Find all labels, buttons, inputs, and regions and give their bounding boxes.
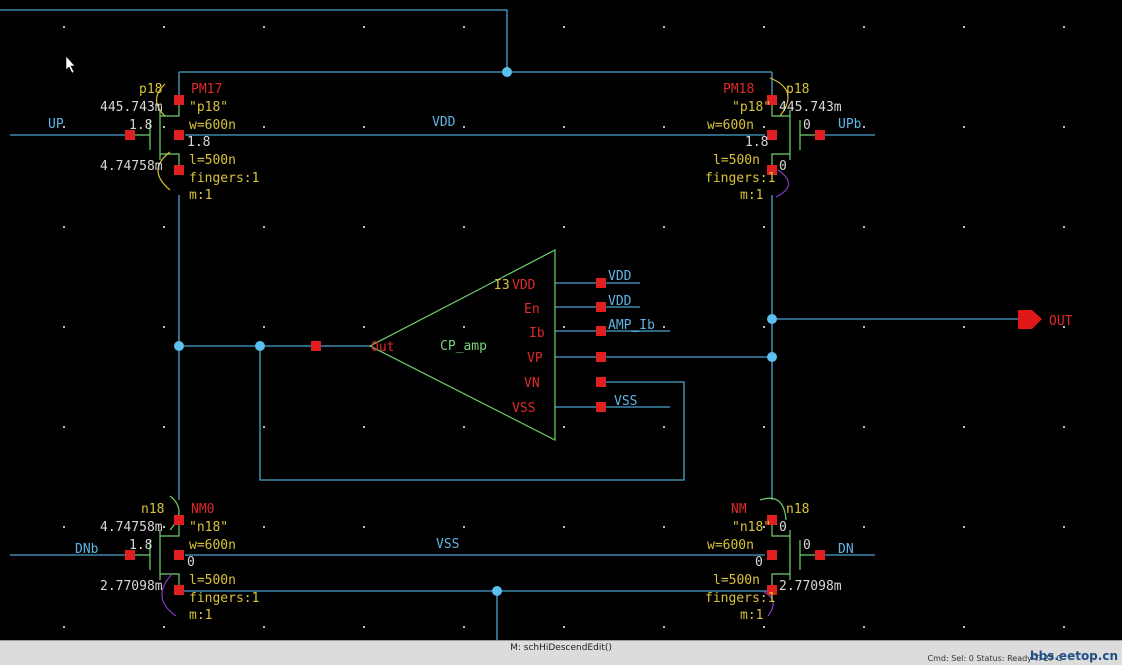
nm1-op1: 0 [779, 520, 787, 535]
status-segment: Cmd: Sel: 0 Status: Ready T: 27 C [927, 654, 1062, 663]
amp-pin-vdd: VDD [512, 278, 536, 293]
nm0-model: n18 [141, 502, 164, 517]
pm17-m: m:1 [189, 188, 212, 203]
pm18-op1: 445.743m [779, 100, 842, 115]
nm1-fingers: fingers:1 [705, 591, 775, 606]
amp-net-vdd-1: VDD [608, 269, 632, 284]
pin-label-dn: DN [838, 542, 854, 557]
nm1-cell: "n18" [732, 520, 771, 535]
pm18-w: w=600n [707, 118, 754, 133]
nm1-w: w=600n [707, 538, 754, 553]
amp-net-ib: AMP_Ib [608, 318, 655, 333]
amp-net-vss: VSS [614, 394, 637, 409]
amp-pin-vn: VN [524, 376, 540, 391]
pm18-op2: 0 [803, 118, 811, 133]
pm17-w: w=600n [189, 118, 236, 133]
pm18-m: m:1 [740, 188, 763, 203]
pm17-model: p18 [139, 82, 162, 97]
pm17-op4: 4.74758m [100, 159, 163, 174]
nm0-m: m:1 [189, 608, 212, 623]
pm18-model: p18 [786, 82, 809, 97]
nm0-w: w=600n [189, 538, 236, 553]
nm0-cell: "n18" [189, 520, 228, 535]
pin-label-up: UP [48, 117, 64, 132]
pm18-cell: "p18" [732, 100, 771, 115]
pm18-l: l=500n [713, 153, 760, 168]
pm17-op2: 1.8 [129, 118, 152, 133]
nm1-l: l=500n [713, 573, 760, 588]
junction-dots [174, 67, 777, 596]
nm1-model: n18 [786, 502, 809, 517]
net-label-vss: VSS [436, 537, 459, 552]
amp-pin-vp: VP [527, 351, 543, 366]
command-line: M: schHiDescendEdit() [510, 643, 612, 653]
pm17-op1: 445.743m [100, 100, 163, 115]
pin-markers[interactable] [125, 95, 825, 595]
pmos-pm18-symbol[interactable] [769, 77, 820, 198]
mouse-cursor-icon [65, 55, 76, 74]
amp-out-pin: Out [371, 340, 394, 355]
pin-label-upb: UPb [838, 117, 862, 132]
nmos-nm0-symbol[interactable] [130, 495, 180, 617]
amp-pin-vss: VSS [512, 401, 535, 416]
amp-cell-name: CP_amp [440, 339, 487, 354]
watermark-text: bbs.eetop.cn [1030, 649, 1118, 663]
nm1-op2: 0 [803, 538, 811, 553]
pm17-cell: "p18" [189, 100, 228, 115]
pm18-op4: 0 [779, 159, 787, 174]
pm18-fingers: fingers:1 [705, 171, 775, 186]
nm0-l: l=500n [189, 573, 236, 588]
nm0-op2: 1.8 [129, 538, 152, 553]
nm0-name: NM0 [191, 502, 214, 517]
amp-net-vdd-2: VDD [608, 294, 632, 309]
nm0-fingers: fingers:1 [189, 591, 259, 606]
status-bar: M: schHiDescendEdit() Cmd: Sel: 0 Status… [0, 640, 1122, 665]
pm17-l: l=500n [189, 153, 236, 168]
pm17-op3: 1.8 [187, 135, 210, 150]
pm18-op3: 1.8 [745, 135, 768, 150]
nmos-nm1-symbol[interactable] [759, 497, 820, 617]
nm1-op3: 0 [755, 555, 763, 570]
schematic-canvas[interactable]: UP UPb DNb DN OUT VDD VSS p18 PM17 445.7… [0, 0, 1122, 640]
nm0-op1: 4.74758m [100, 520, 163, 535]
net-label-vdd: VDD [432, 115, 456, 130]
pin-label-out: OUT [1049, 314, 1073, 329]
amp-instance: I3 [494, 278, 510, 293]
pm17-name: PM17 [191, 82, 222, 97]
amp-pin-ib: Ib [529, 326, 545, 341]
nm0-op3: 0 [187, 555, 195, 570]
cp-amp-symbol[interactable] [368, 249, 556, 441]
nm1-name: NM [731, 502, 747, 517]
pm18-name: PM18 [723, 82, 754, 97]
out-pin-icon[interactable] [1018, 310, 1042, 329]
nm1-op4: 2.77098m [779, 579, 842, 594]
pin-label-dnb: DNb [75, 542, 99, 557]
amp-pin-en: En [524, 302, 540, 317]
nm1-m: m:1 [740, 608, 763, 623]
pm17-fingers: fingers:1 [189, 171, 259, 186]
nm0-op4: 2.77098m [100, 579, 163, 594]
pmos-pm17-symbol[interactable] [130, 83, 180, 191]
